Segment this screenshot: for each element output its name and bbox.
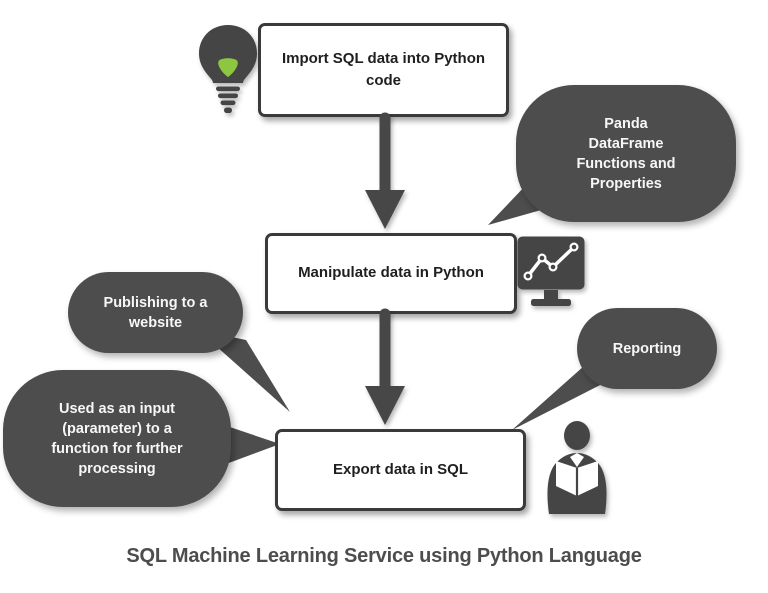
flow-box-export-label: Export data in SQL (332, 460, 468, 478)
callout-panda-dataframe: Panda DataFrame Functions and Properties (516, 85, 736, 222)
monitor-line-chart-icon (517, 236, 585, 306)
callout-panda-dataframe-label: Panda DataFrame Functions and Properties (576, 115, 676, 192)
flow-box-import: Import SQL data into Python code (258, 23, 509, 117)
arrow-down-icon (365, 112, 405, 229)
lightbulb-icon (199, 25, 257, 113)
callout-input-parameter: Used as an input (parameter) to a functi… (3, 370, 231, 507)
callout-input-parameter-label: Used as an input (parameter) to a functi… (51, 400, 183, 477)
callout-publishing-label: Publishing to a website (103, 294, 208, 331)
callout-tail-reporting (512, 366, 610, 430)
callout-reporting-label: Reporting (612, 340, 682, 357)
callout-reporting: Reporting (577, 308, 717, 389)
diagram-title: SQL Machine Learning Service using Pytho… (126, 545, 642, 567)
flow-box-export: Export data in SQL (275, 429, 526, 511)
callout-tail-publishing (198, 330, 290, 412)
callout-publishing: Publishing to a website (68, 272, 243, 353)
flow-box-import-label: Import SQL data into Python code (281, 49, 486, 90)
person-reading-report-icon (547, 421, 607, 514)
flow-box-manipulate: Manipulate data in Python (265, 233, 517, 314)
arrow-down-icon (365, 308, 405, 425)
callout-tail-input-parameter (218, 423, 280, 467)
flow-box-manipulate-label: Manipulate data in Python (298, 264, 484, 282)
